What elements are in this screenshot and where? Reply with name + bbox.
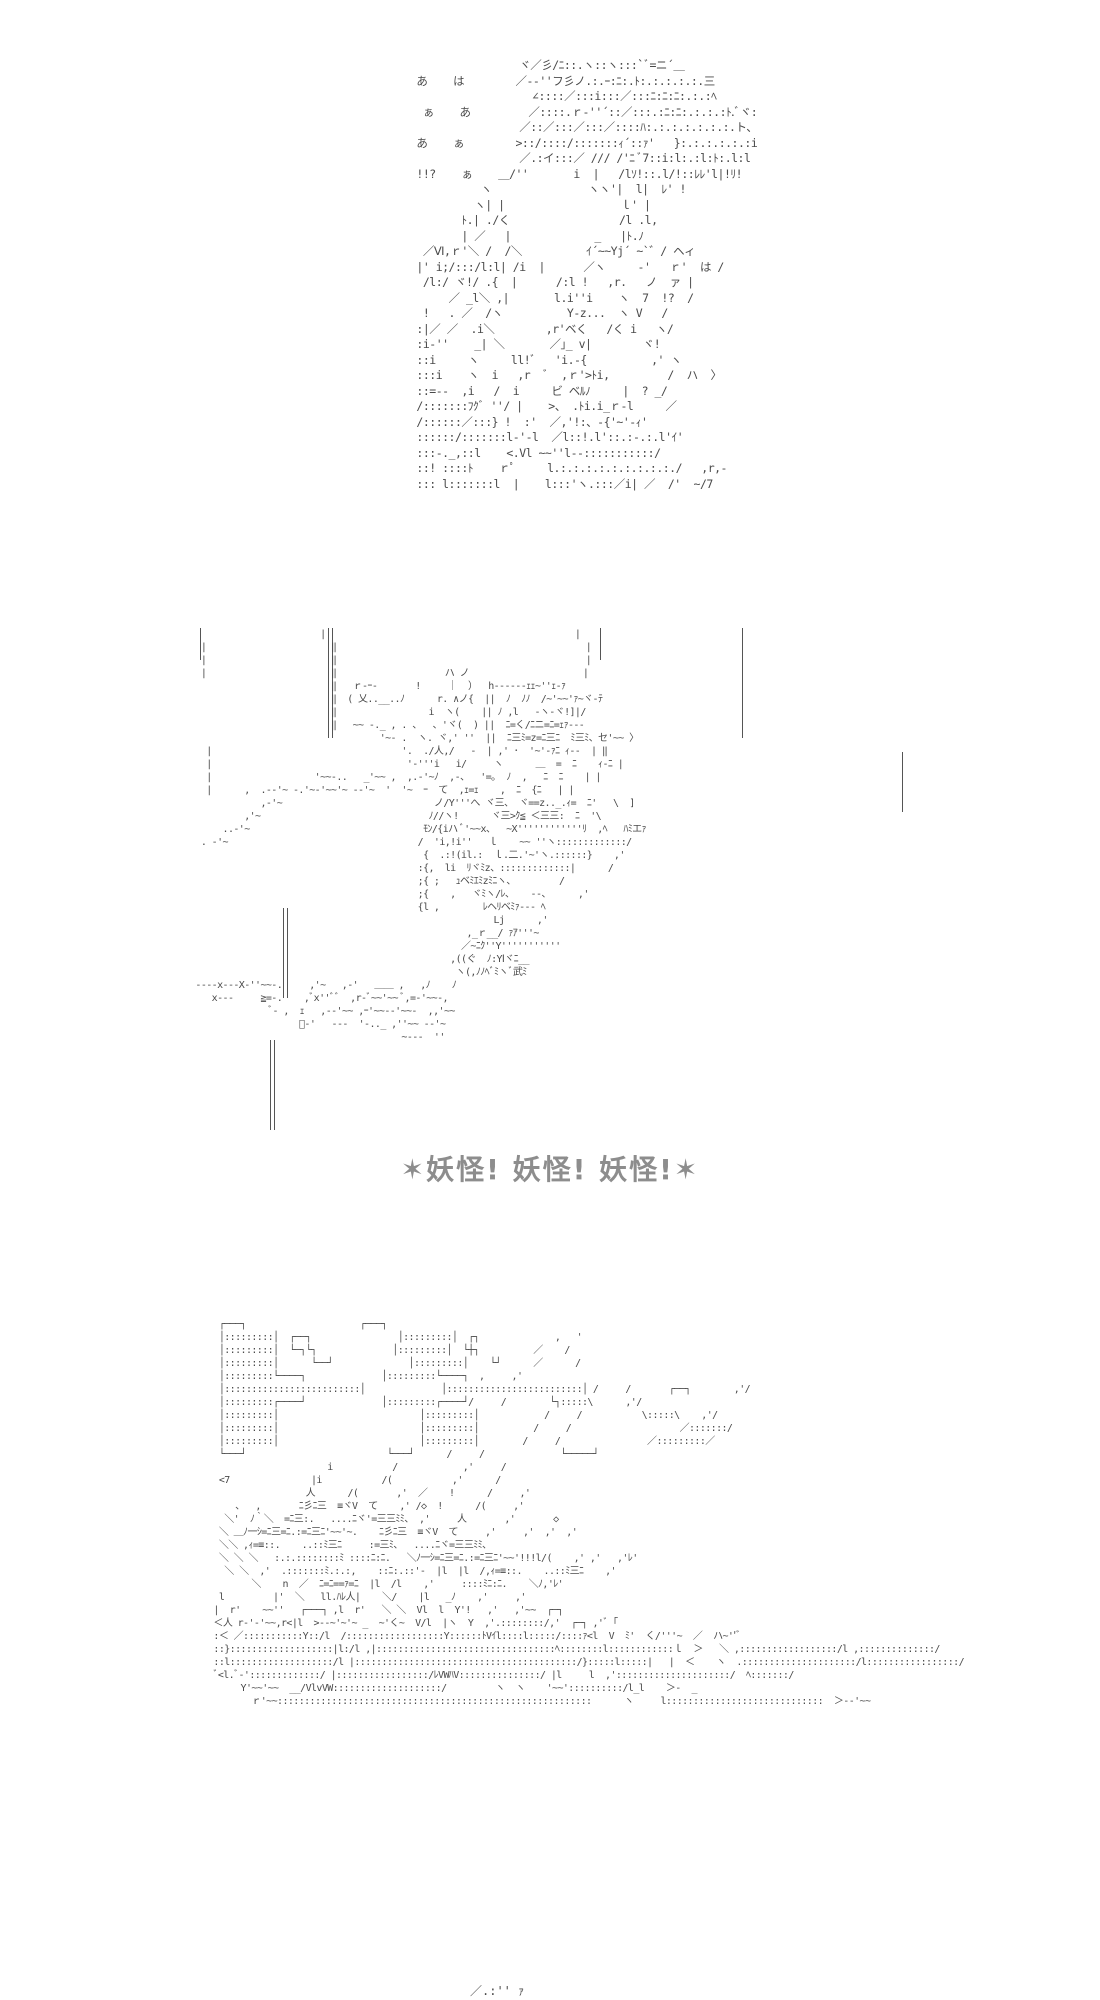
frame-line <box>902 752 903 812</box>
ascii-art-panel-1: ヾ／彡/ﾆ::.ヽ::ヽ:::`ﾞ=ニ´＿ あ は ／-‐''フ彡ノ.:.ｰ:ﾆ… <box>416 58 758 491</box>
yokai-caption: ✶妖怪! 妖怪! 妖怪!✶ <box>400 1153 700 1186</box>
frame-line <box>328 628 333 738</box>
frame-line <box>600 628 601 660</box>
ascii-art-panel-2: | | | ‖ | | ‖ | <box>195 629 646 1043</box>
frame-line <box>200 628 201 660</box>
ascii-art-panel-4: ／.:'' ｧ <box>470 1984 525 1998</box>
frame-line <box>283 908 288 998</box>
ascii-art-panel-3: ┌───┐ ┌───┐ │:::::::::│ ┌──┐ │:::::::::│… <box>213 1319 964 1707</box>
frame-line <box>270 1040 275 1130</box>
frame-line <box>742 628 743 738</box>
